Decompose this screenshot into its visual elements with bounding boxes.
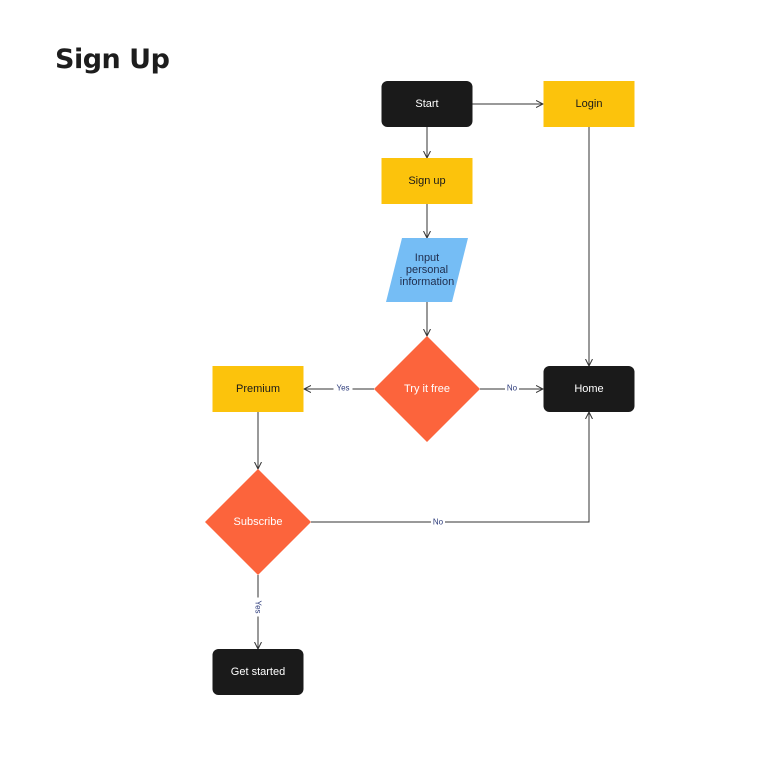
node-label: Try it free	[404, 383, 450, 395]
node-label: Home	[574, 383, 603, 395]
node-shape	[205, 469, 311, 575]
node-shape	[212, 649, 304, 695]
edge-try_free-to-home: No	[480, 383, 543, 393]
node-label: Premium	[236, 383, 280, 395]
node-shape	[543, 366, 635, 412]
edge-label: No	[507, 384, 518, 393]
node-shape	[543, 81, 635, 127]
node-label: Login	[576, 98, 603, 110]
edge-label-background	[505, 383, 519, 393]
node-premium[interactable]: Premium	[212, 366, 304, 412]
node-label-line: Input	[415, 252, 439, 264]
node-login[interactable]: Login	[543, 81, 635, 127]
node-signup[interactable]: Sign up	[381, 158, 473, 204]
edge-label: Yes	[336, 384, 349, 393]
node-label-line: information	[400, 276, 454, 288]
node-shape	[381, 81, 473, 127]
edge-label-background	[333, 383, 353, 393]
edge-subscribe-to-home: No	[311, 412, 589, 527]
node-try-free[interactable]: Try it free	[374, 336, 480, 442]
node-start[interactable]: Start	[381, 81, 473, 127]
edge-label: Yes	[254, 600, 263, 613]
edge-label-background	[431, 517, 445, 527]
page-title: Sign Up	[55, 44, 170, 75]
node-label: Sign up	[408, 175, 445, 187]
edge-subscribe-to-get_started: Yes	[253, 575, 263, 649]
edge-try_free-to-premium: Yes	[304, 383, 374, 393]
node-shape	[212, 366, 304, 412]
node-shape	[374, 336, 480, 442]
node-shape	[386, 238, 468, 302]
edge-label: No	[433, 518, 444, 527]
edge-label-background	[253, 597, 263, 617]
node-label-line: personal	[406, 264, 448, 276]
node-home[interactable]: Home	[543, 366, 635, 412]
node-label: Subscribe	[234, 516, 283, 528]
node-get-started[interactable]: Get started	[212, 649, 304, 695]
node-subscribe[interactable]: Subscribe	[205, 469, 311, 575]
node-label: Get started	[231, 666, 285, 678]
node-label: Start	[415, 98, 438, 110]
node-shape	[381, 158, 473, 204]
edge-line	[311, 412, 589, 523]
